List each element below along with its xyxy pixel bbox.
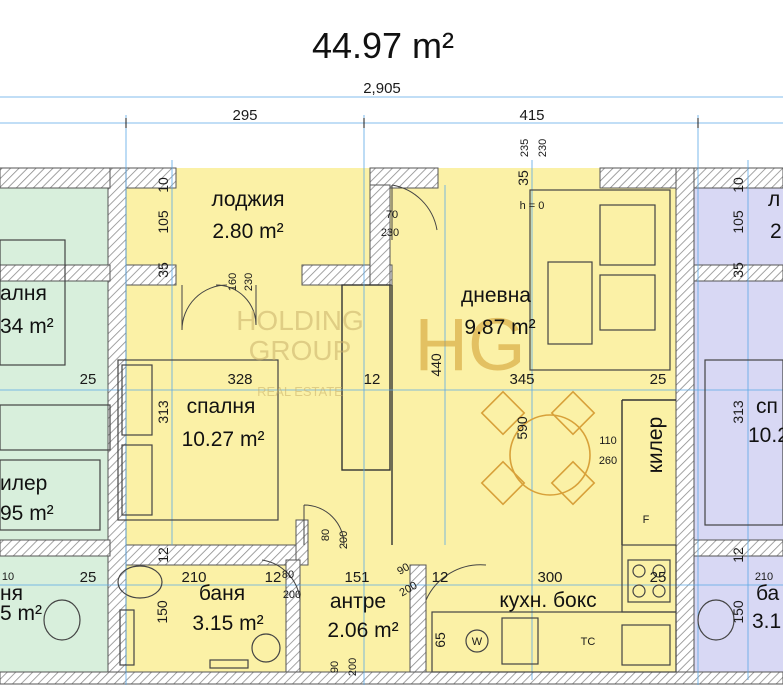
dim-313-left: 313 bbox=[155, 400, 171, 424]
bathroom-fixtures bbox=[43, 565, 735, 669]
living-name: дневна bbox=[461, 284, 531, 307]
dim-230-door: 230 bbox=[381, 227, 399, 239]
hall-area: 2.06 m² bbox=[327, 619, 398, 642]
dim-h0: h = 0 bbox=[520, 200, 545, 212]
dim-35-left: 35 bbox=[155, 262, 171, 278]
left-bath-area: 5 m² bbox=[0, 602, 42, 625]
dim-70: 70 bbox=[386, 209, 398, 221]
dimension-ticks bbox=[125, 118, 699, 128]
dim-10-right: 10 bbox=[730, 177, 746, 193]
watermark-line3: REAL ESTATE bbox=[257, 384, 343, 399]
dim-200-bath-door: 200 bbox=[283, 589, 301, 601]
dim-110: 110 bbox=[599, 435, 617, 447]
guide-lines bbox=[0, 96, 783, 685]
right-loggia-area: 2 bbox=[770, 220, 782, 243]
dim-313-right: 313 bbox=[730, 400, 746, 424]
right-bath-area: 3.1 bbox=[752, 610, 781, 633]
dim-80: 80 bbox=[320, 529, 332, 541]
dim-12-bath: 12 bbox=[155, 547, 171, 563]
left-closet-name: илер bbox=[0, 472, 47, 495]
dim-105-left: 105 bbox=[155, 210, 171, 234]
dim-328: 328 bbox=[227, 371, 252, 388]
dim-235: 235 bbox=[519, 139, 531, 157]
right-bath-name: ба bbox=[756, 582, 780, 605]
dim-12-mid: 12 bbox=[364, 371, 381, 388]
dim-160: 160 bbox=[227, 273, 239, 291]
watermark: HOLDING GROUP REAL ESTATE HG bbox=[236, 303, 525, 399]
dim-210: 210 bbox=[181, 569, 206, 586]
dim-top-right: 415 bbox=[519, 107, 544, 124]
kitchen-name: кухн. бокс bbox=[499, 589, 596, 612]
dim-25-kitchen: 25 bbox=[650, 569, 667, 586]
dim-12-right-bath: 12 bbox=[730, 547, 746, 563]
dim-12-hall: 12 bbox=[265, 569, 282, 586]
dim-150-right: 150 bbox=[730, 600, 746, 624]
left-bath-name: ня bbox=[0, 582, 23, 605]
left-bedroom-name: алня bbox=[0, 282, 47, 305]
dim-300: 300 bbox=[537, 569, 562, 586]
dim-25-right: 25 bbox=[650, 371, 667, 388]
bed bbox=[117, 359, 279, 521]
right-bedroom-name: сп bbox=[756, 395, 778, 418]
dim-105-right: 105 bbox=[730, 210, 746, 234]
closet-name: килер bbox=[644, 417, 667, 474]
dim-230-loggia: 230 bbox=[243, 273, 255, 291]
hall-name: антре bbox=[330, 590, 386, 613]
dining-table bbox=[480, 390, 596, 506]
dim-260: 260 bbox=[599, 455, 617, 467]
dim-10-bath-left: 10 bbox=[2, 571, 14, 583]
overall-dimension: 2,905 bbox=[363, 80, 401, 97]
dim-90-bottom: 90 bbox=[329, 661, 341, 673]
dim-65: 65 bbox=[432, 632, 448, 648]
dim-80-bath-door: 80 bbox=[282, 569, 294, 581]
dim-25-left: 25 bbox=[80, 371, 97, 388]
watermark-line1: HOLDING bbox=[236, 305, 364, 336]
dim-590: 590 bbox=[514, 416, 530, 440]
dim-25-bath: 25 bbox=[80, 569, 97, 586]
left-unit-area bbox=[0, 168, 110, 680]
kitchen-unit bbox=[431, 544, 677, 673]
dim-230-top: 230 bbox=[537, 139, 549, 157]
doors bbox=[181, 184, 487, 601]
dim-10-left: 10 bbox=[155, 177, 171, 193]
bedroom-name: спалня bbox=[187, 395, 256, 418]
dim-top-left: 295 bbox=[232, 107, 257, 124]
dim-200-bottom: 200 bbox=[347, 658, 359, 676]
loggia-area: 2.80 m² bbox=[212, 220, 283, 243]
watermark-monogram: HG bbox=[415, 303, 526, 386]
watermark-line2: GROUP bbox=[249, 335, 352, 366]
main-unit-area bbox=[110, 168, 690, 680]
label-tc: TC bbox=[581, 636, 596, 648]
right-bedroom-area: 10.2 bbox=[748, 424, 783, 447]
dim-151: 151 bbox=[344, 569, 369, 586]
left-closet-area: 95 m² bbox=[0, 502, 54, 525]
dim-35-right: 35 bbox=[730, 262, 746, 278]
bathroom-area: 3.15 m² bbox=[192, 612, 263, 635]
dim-90-entry: 90 bbox=[395, 561, 412, 578]
total-area: 44.97 m² bbox=[312, 25, 454, 66]
sofa bbox=[529, 189, 671, 371]
label-w: W bbox=[472, 636, 483, 648]
bedroom-area: 10.27 m² bbox=[182, 428, 265, 451]
dim-210-right: 210 bbox=[755, 571, 773, 583]
neighbour-furniture bbox=[0, 239, 783, 531]
living-area: 9.87 m² bbox=[464, 316, 535, 339]
dim-12-kitchen: 12 bbox=[432, 569, 449, 586]
loggia-name: лоджия bbox=[211, 188, 284, 211]
dim-150-left: 150 bbox=[154, 600, 170, 624]
right-loggia-name: л bbox=[768, 188, 780, 211]
dim-440: 440 bbox=[428, 353, 444, 377]
bathroom-name: баня bbox=[199, 582, 245, 605]
label-f: F bbox=[643, 514, 650, 526]
left-bedroom-area: 34 m² bbox=[0, 315, 54, 338]
dim-200-door: 200 bbox=[338, 531, 350, 549]
dim-345: 345 bbox=[509, 371, 534, 388]
walls bbox=[0, 167, 783, 685]
dim-35-living: 35 bbox=[515, 170, 531, 186]
partitions bbox=[341, 284, 676, 545]
